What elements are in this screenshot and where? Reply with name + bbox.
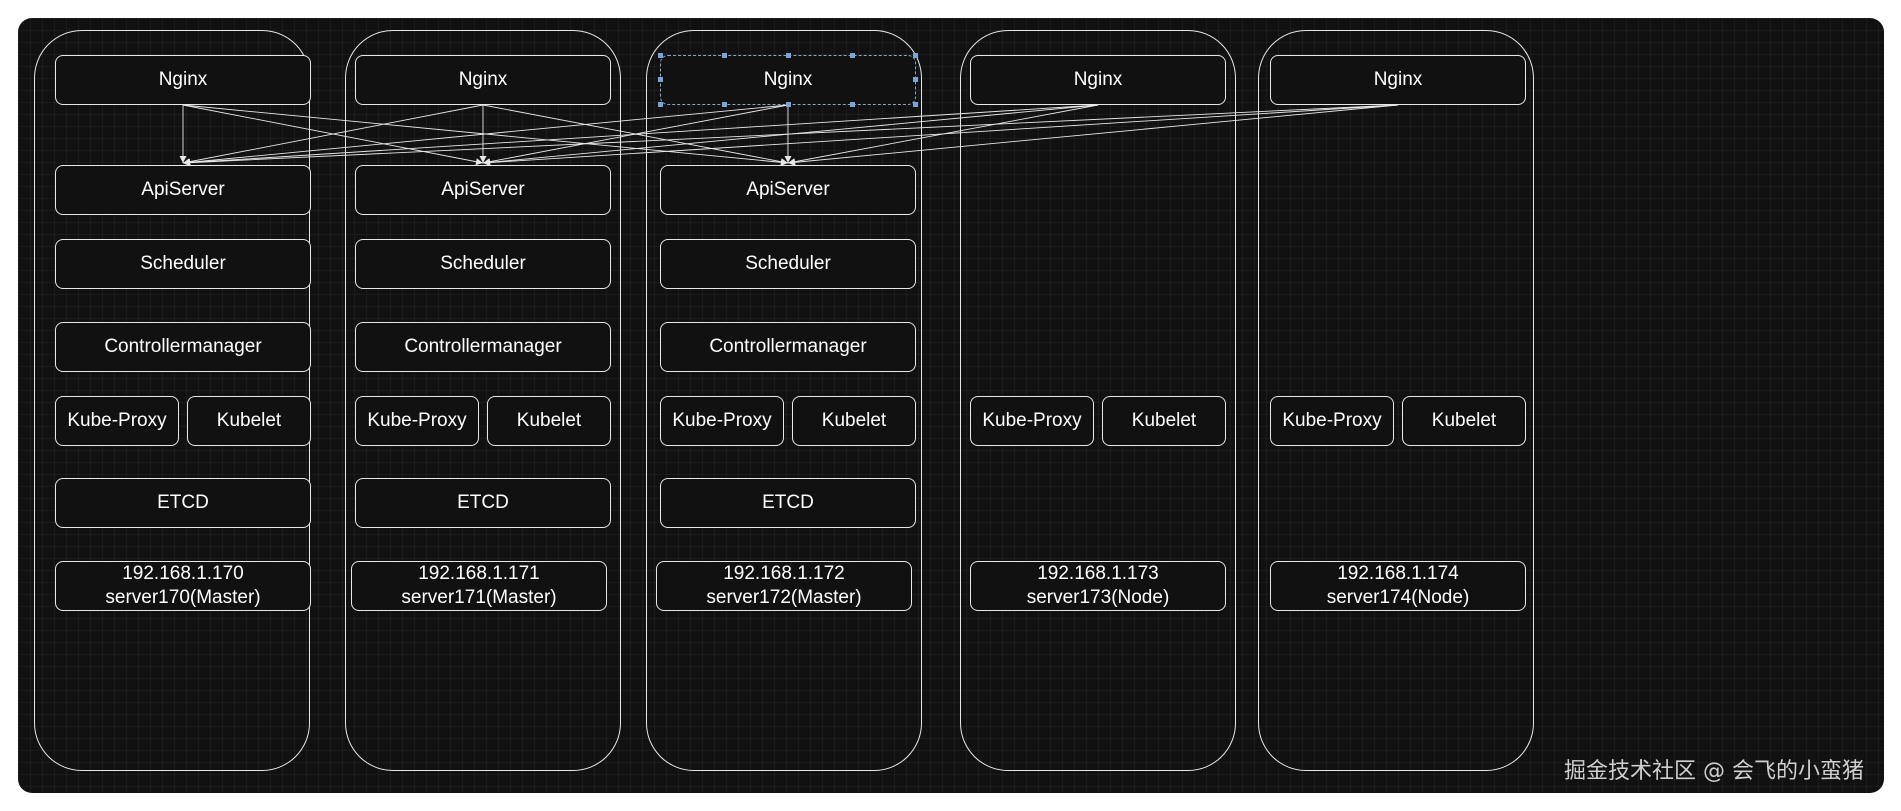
server-hostname: server171(Master) <box>401 587 557 608</box>
nginx-box: Nginx <box>55 55 311 105</box>
scheduler-box: Scheduler <box>355 239 611 289</box>
etcd-label: ETCD <box>157 492 209 513</box>
nginx-label: Nginx <box>158 69 208 90</box>
server-info-box: 192.168.1.173 server173(Node) <box>970 561 1226 611</box>
selection-handle[interactable] <box>658 53 663 58</box>
etcd-box: ETCD <box>660 478 916 528</box>
nginx-box: Nginx <box>970 55 1226 105</box>
server-info-box: 192.168.1.174 server174(Node) <box>1270 561 1526 611</box>
controllermanager-label: Controllermanager <box>404 336 562 357</box>
apiserver-label: ApiServer <box>441 179 525 200</box>
kube-proxy-label: Kube-Proxy <box>367 410 467 431</box>
selection-handle[interactable] <box>850 102 855 107</box>
kubelet-label: Kubelet <box>216 410 282 431</box>
diagram-canvas: Nginx ApiServer Scheduler Controllermana… <box>18 18 1884 793</box>
server-ip: 192.168.1.173 <box>1037 563 1159 584</box>
kubelet-box: Kubelet <box>792 396 916 446</box>
scheduler-label: Scheduler <box>440 253 526 274</box>
etcd-label: ETCD <box>457 492 509 513</box>
nginx-label: Nginx <box>1073 69 1123 90</box>
kubelet-label: Kubelet <box>1131 410 1197 431</box>
nginx-box-selected[interactable]: Nginx <box>660 55 916 105</box>
kube-proxy-label: Kube-Proxy <box>1282 410 1382 431</box>
selection-handle[interactable] <box>786 53 791 58</box>
nginx-label: Nginx <box>763 69 813 90</box>
kubelet-box: Kubelet <box>1102 396 1226 446</box>
server-hostname: server173(Node) <box>1026 587 1170 608</box>
selection-handle[interactable] <box>913 53 918 58</box>
selection-handle[interactable] <box>658 77 663 82</box>
server-container-171 <box>345 30 621 771</box>
etcd-box: ETCD <box>355 478 611 528</box>
kube-proxy-box: Kube-Proxy <box>970 396 1094 446</box>
selection-handle[interactable] <box>913 102 918 107</box>
apiserver-box: ApiServer <box>660 165 916 215</box>
controllermanager-label: Controllermanager <box>709 336 867 357</box>
kube-proxy-box: Kube-Proxy <box>660 396 784 446</box>
selection-handle[interactable] <box>786 102 791 107</box>
server-container-172 <box>646 30 922 771</box>
server-hostname: server174(Node) <box>1326 587 1470 608</box>
controllermanager-label: Controllermanager <box>104 336 262 357</box>
selection-handle[interactable] <box>658 102 663 107</box>
server-info-box: 192.168.1.171 server171(Master) <box>351 561 607 611</box>
controllermanager-box: Controllermanager <box>55 322 311 372</box>
kubelet-label: Kubelet <box>516 410 582 431</box>
kubelet-label: Kubelet <box>1431 410 1497 431</box>
apiserver-box: ApiServer <box>55 165 311 215</box>
server-hostname: server172(Master) <box>706 587 862 608</box>
etcd-label: ETCD <box>762 492 814 513</box>
kubelet-box: Kubelet <box>1402 396 1526 446</box>
kubelet-box: Kubelet <box>487 396 611 446</box>
kube-proxy-label: Kube-Proxy <box>672 410 772 431</box>
selection-handle[interactable] <box>722 53 727 58</box>
kube-proxy-label: Kube-Proxy <box>982 410 1082 431</box>
server-container-174 <box>1258 30 1534 771</box>
server-ip: 192.168.1.170 <box>122 563 244 584</box>
scheduler-box: Scheduler <box>55 239 311 289</box>
kubelet-label: Kubelet <box>821 410 887 431</box>
scheduler-label: Scheduler <box>140 253 226 274</box>
server-info-box: 192.168.1.172 server172(Master) <box>656 561 912 611</box>
apiserver-label: ApiServer <box>141 179 225 200</box>
controllermanager-box: Controllermanager <box>355 322 611 372</box>
server-info-box: 192.168.1.170 server170(Master) <box>55 561 311 611</box>
kubelet-box: Kubelet <box>187 396 311 446</box>
apiserver-box: ApiServer <box>355 165 611 215</box>
server-hostname: server170(Master) <box>105 587 261 608</box>
apiserver-label: ApiServer <box>746 179 830 200</box>
server-ip: 192.168.1.172 <box>723 563 845 584</box>
nginx-box: Nginx <box>355 55 611 105</box>
etcd-box: ETCD <box>55 478 311 528</box>
nginx-label: Nginx <box>458 69 508 90</box>
server-container-173 <box>960 30 1236 771</box>
controllermanager-box: Controllermanager <box>660 322 916 372</box>
server-ip: 192.168.1.174 <box>1337 563 1459 584</box>
kube-proxy-box: Kube-Proxy <box>1270 396 1394 446</box>
nginx-label: Nginx <box>1373 69 1423 90</box>
kube-proxy-label: Kube-Proxy <box>67 410 167 431</box>
scheduler-box: Scheduler <box>660 239 916 289</box>
server-ip: 192.168.1.171 <box>418 563 540 584</box>
kube-proxy-box: Kube-Proxy <box>55 396 179 446</box>
kube-proxy-box: Kube-Proxy <box>355 396 479 446</box>
scheduler-label: Scheduler <box>745 253 831 274</box>
nginx-box: Nginx <box>1270 55 1526 105</box>
selection-handle[interactable] <box>722 102 727 107</box>
watermark: 掘金技术社区 @ 会飞的小蛮猪 <box>1564 759 1864 784</box>
selection-handle[interactable] <box>913 77 918 82</box>
selection-handle[interactable] <box>850 53 855 58</box>
